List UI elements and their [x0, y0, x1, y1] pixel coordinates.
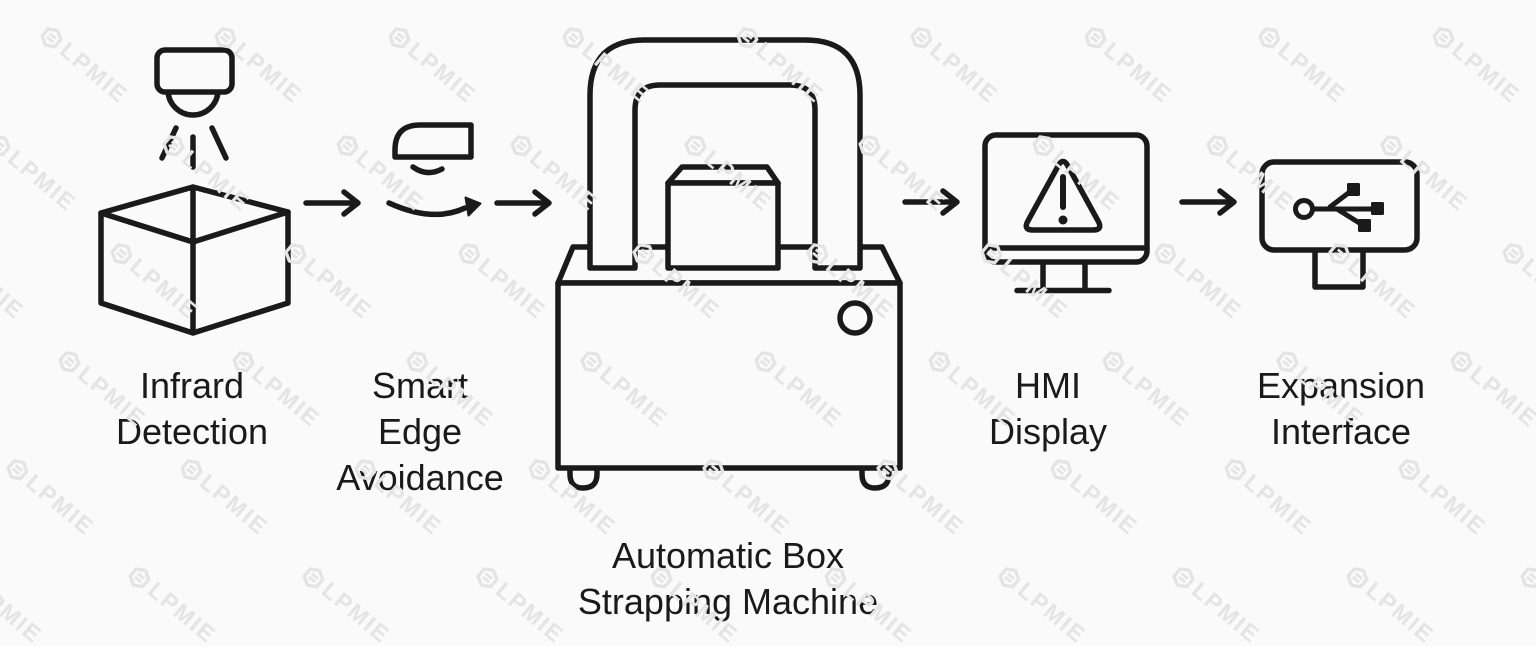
arrow-right-icon	[1179, 188, 1237, 216]
monitor-warning-icon	[982, 132, 1150, 294]
arrow-right-icon	[902, 188, 960, 216]
label-expansion-interface: Expansion Interface	[1256, 365, 1426, 452]
usb-expansion-port-icon	[1259, 159, 1420, 290]
label-smart-edge-avoidance: Smart Edge Avoidance	[336, 365, 504, 498]
arrow-right-icon	[494, 189, 552, 217]
label-infrared-detection: Infrard Detection	[115, 365, 269, 452]
label-hmi-display: HMI Display	[988, 365, 1108, 452]
edge-sensor-swing-arrow-icon	[386, 122, 482, 218]
label-automatic-box-strapping-machine: Automatic Box Strapping Machine	[577, 535, 879, 622]
strapping-machine-icon	[555, 37, 903, 491]
arrow-right-icon	[303, 189, 361, 217]
infrared-sensor-over-open-box-icon	[98, 47, 291, 336]
